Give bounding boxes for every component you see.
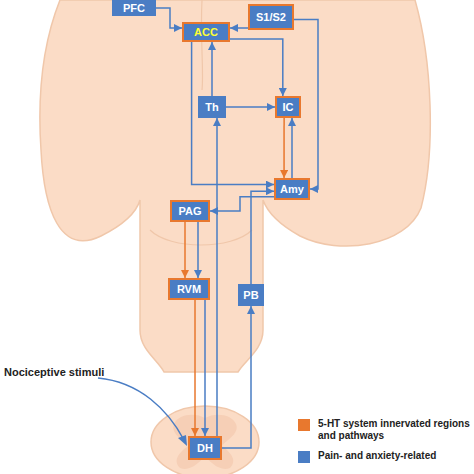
region-label: IC bbox=[283, 102, 294, 113]
region-box: PB bbox=[238, 284, 264, 306]
region-label: PFC bbox=[123, 3, 145, 14]
pathway-arrow bbox=[210, 197, 274, 211]
region-box: RVM bbox=[168, 278, 210, 300]
pathway-arrow bbox=[216, 118, 218, 436]
pathway-arrow bbox=[291, 118, 293, 178]
stimulus-arrowhead bbox=[178, 435, 187, 446]
legend-swatch bbox=[298, 419, 310, 431]
pathway-arrow bbox=[194, 300, 196, 436]
region-box: Amy bbox=[274, 178, 310, 200]
region-box: Th bbox=[198, 96, 226, 118]
brain-midline bbox=[201, 0, 202, 90]
pathway-arrow bbox=[251, 191, 274, 284]
region-box: PFC bbox=[112, 0, 156, 16]
legend-item: 5-HT system innervated regions and pathw… bbox=[298, 418, 470, 442]
legend-item: Pain- and anxiety-related bbox=[298, 450, 470, 463]
region-label: S1/S2 bbox=[256, 12, 286, 23]
legend-swatch bbox=[298, 451, 310, 463]
legend: 5-HT system innervated regions and pathw… bbox=[298, 418, 470, 471]
region-box: DH bbox=[188, 436, 222, 460]
region-box: IC bbox=[275, 96, 301, 118]
pathway-arrow bbox=[192, 42, 274, 185]
stimulus-arrow bbox=[98, 378, 184, 440]
pathway-arrow bbox=[211, 42, 213, 96]
legend-text: Pain- and anxiety-related bbox=[318, 450, 436, 462]
pathway-arrow bbox=[226, 106, 275, 108]
region-label: Th bbox=[205, 102, 218, 113]
brainstem-contour bbox=[150, 230, 252, 245]
pathway-arrow bbox=[283, 118, 285, 178]
pathway-arrow bbox=[230, 39, 283, 96]
region-label: RVM bbox=[177, 284, 201, 295]
region-label: Amy bbox=[280, 184, 304, 195]
region-label: PB bbox=[243, 290, 258, 301]
region-box: PAG bbox=[170, 200, 210, 222]
pathway-arrow bbox=[222, 306, 251, 448]
region-label: ACC bbox=[194, 27, 218, 38]
pathway-arrow bbox=[204, 300, 206, 436]
legend-text: 5-HT system innervated regions and pathw… bbox=[318, 418, 470, 442]
pathway-arrow bbox=[197, 222, 199, 278]
pathway-arrow bbox=[156, 8, 182, 28]
pathway-arrow bbox=[184, 222, 186, 278]
region-label: PAG bbox=[178, 206, 201, 217]
pathway-arrow bbox=[230, 27, 248, 29]
stimulus-label: Nociceptive stimuli bbox=[4, 366, 104, 378]
region-label: DH bbox=[197, 443, 213, 454]
region-box: ACC bbox=[182, 22, 230, 42]
brain-outline bbox=[40, 0, 430, 372]
region-box: S1/S2 bbox=[248, 4, 294, 30]
